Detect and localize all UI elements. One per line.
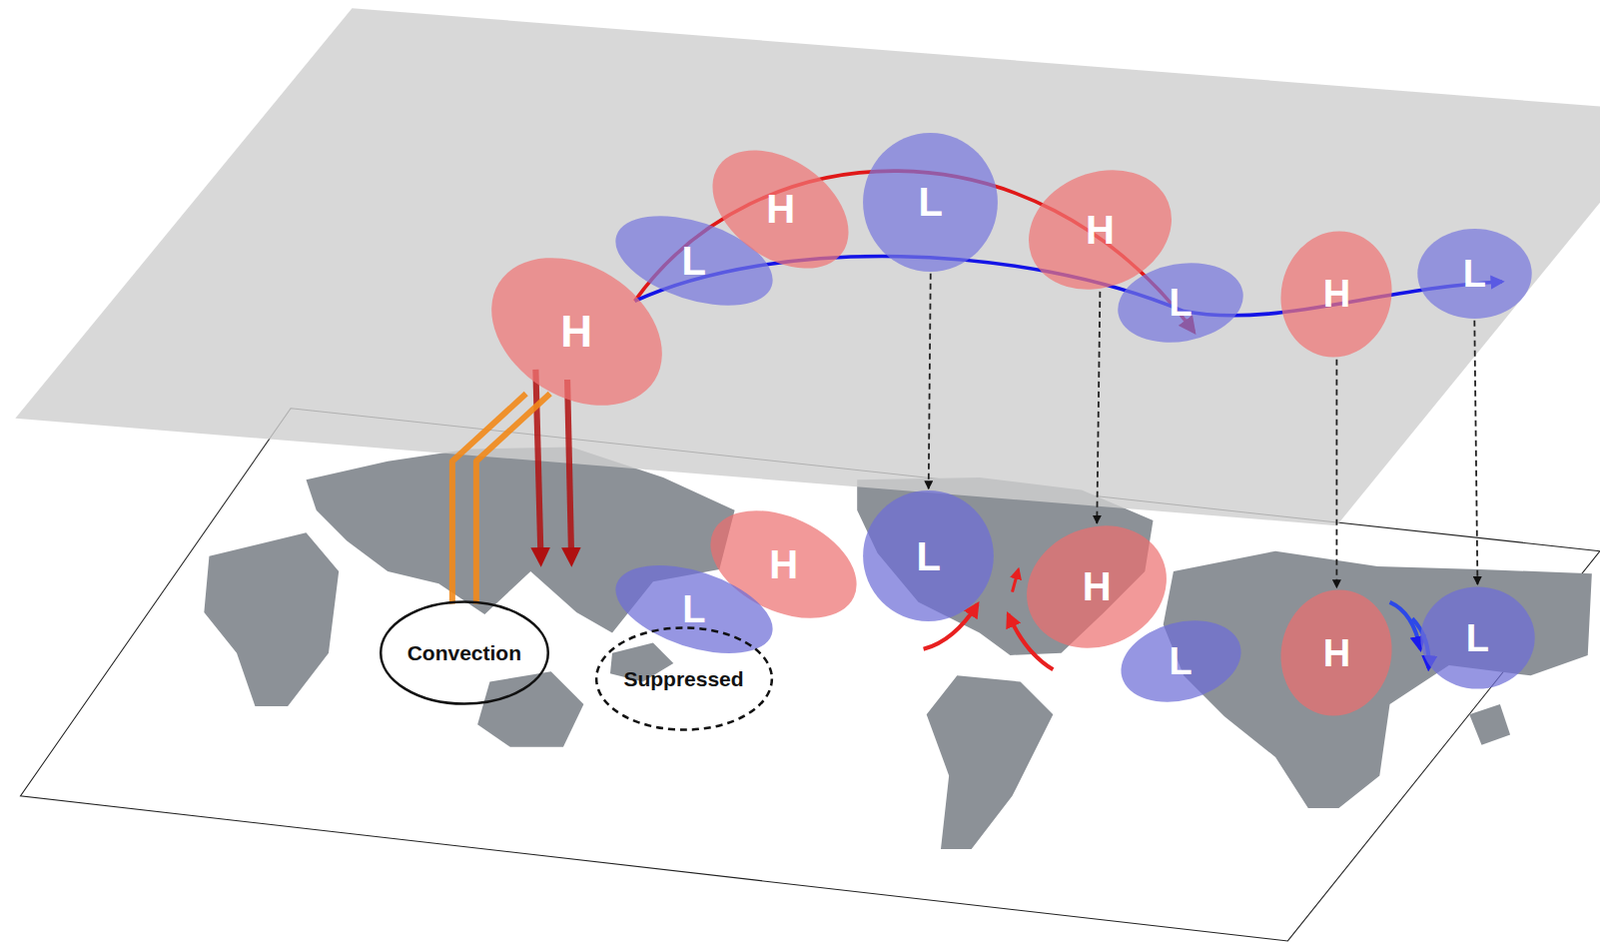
- ellipse-shape: [862, 490, 994, 622]
- low-pressure-anomaly: L: [860, 130, 1000, 274]
- convection-region: Convection: [378, 599, 551, 707]
- pressure-letter: H: [1323, 274, 1351, 313]
- heating-column-line: [452, 393, 527, 604]
- pressure-letter: L: [1168, 642, 1192, 681]
- low-pressure-anomaly: L: [860, 488, 996, 624]
- dashed-arrow-line: [1335, 359, 1338, 589]
- heating-column-line: [476, 393, 551, 604]
- dashed-arrow-line: [928, 273, 931, 490]
- pressure-letter: L: [1463, 254, 1487, 293]
- ellipse-shape: [1417, 228, 1532, 319]
- pressure-letter: L: [1168, 283, 1192, 322]
- ellipse-shape: [596, 627, 773, 730]
- ellipse-shape: [380, 602, 549, 705]
- region-label: Convection: [407, 642, 522, 664]
- high-pressure-anomaly: H: [1024, 523, 1169, 651]
- ellipse-shape: [1111, 253, 1250, 352]
- suppressed-region: Suppressed: [594, 625, 775, 733]
- ellipse-shape: [604, 548, 784, 671]
- ellipse-shape: [862, 132, 998, 272]
- vertical-link-arrow: [1336, 359, 1338, 589]
- pressure-letter: H: [769, 544, 799, 585]
- pressure-letter: L: [916, 536, 941, 577]
- vertical-link-arrow: [928, 273, 931, 490]
- pressure-letter: L: [682, 240, 707, 281]
- pressure-letter: L: [682, 590, 706, 629]
- dashed-arrow-line: [1096, 291, 1100, 524]
- pressure-letter: H: [766, 188, 796, 229]
- upper-level-plane: [14, 7, 1600, 526]
- world-map: [203, 446, 1592, 849]
- pressure-letter: H: [560, 309, 593, 354]
- low-pressure-anomaly: L: [1118, 618, 1244, 705]
- pressure-letter: H: [1085, 209, 1115, 250]
- low-pressure-anomaly: L: [1415, 226, 1535, 321]
- high-pressure-anomaly: H: [710, 147, 851, 271]
- pressure-letter: H: [1082, 566, 1112, 607]
- region-label: Suppressed: [623, 668, 744, 690]
- low-pressure-anomaly: L: [613, 563, 776, 656]
- ellipse-shape: [691, 125, 871, 293]
- moisture-flow-arrow: [1012, 569, 1019, 592]
- ellipse-shape: [1269, 579, 1404, 727]
- convective-heating-link: [452, 393, 551, 604]
- subsidence-arrow: [567, 379, 572, 560]
- subsidence-arrow: [535, 369, 541, 560]
- high-pressure-anomaly: H: [489, 255, 665, 408]
- high-pressure-anomaly: H: [1278, 228, 1395, 360]
- vertical-link-arrow: [1474, 320, 1478, 585]
- pressure-letter: L: [918, 181, 943, 222]
- high-pressure-anomaly: H: [1278, 587, 1395, 719]
- low-pressure-anomaly: L: [1115, 260, 1246, 345]
- pressure-letter: L: [1466, 619, 1490, 658]
- ellipse-shape: [1111, 608, 1251, 716]
- low-pressure-anomaly: L: [1418, 584, 1538, 692]
- dashed-arrow-line: [1474, 320, 1478, 585]
- vertical-link-arrow: [1096, 291, 1100, 524]
- pressure-letter: H: [1323, 634, 1351, 673]
- ellipse-shape: [1420, 586, 1535, 689]
- ellipse-shape: [1269, 220, 1404, 368]
